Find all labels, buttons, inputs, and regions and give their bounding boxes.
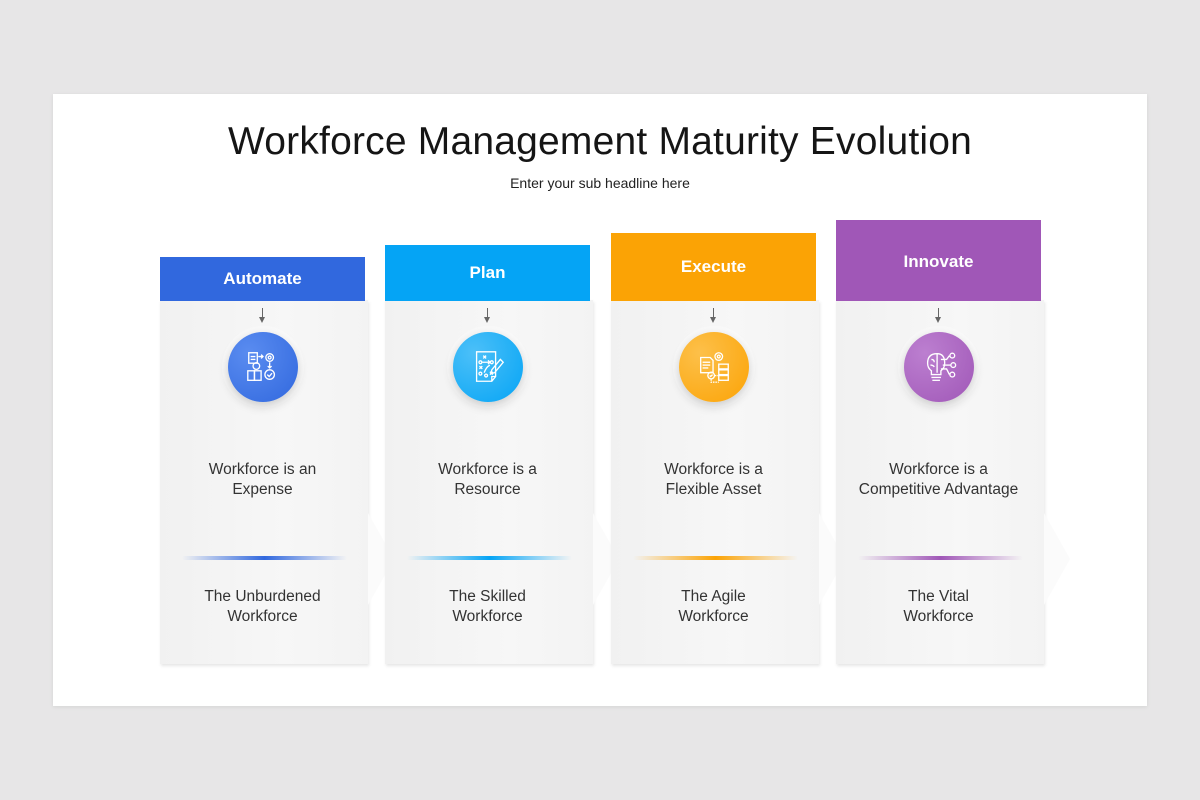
stage-header: Plan bbox=[385, 245, 590, 301]
name-line: Workforce bbox=[452, 608, 523, 625]
stage-workforce-name: The Unburdened Workforce bbox=[160, 587, 365, 627]
stage-card: Workforce is a Competitive Advantage The… bbox=[836, 300, 1044, 664]
automation-workflow-icon bbox=[228, 332, 298, 402]
description-line: Expense bbox=[232, 481, 293, 498]
description-line: Flexible Asset bbox=[665, 481, 762, 498]
gradient-divider bbox=[407, 556, 572, 560]
description-line: Workforce is a bbox=[438, 461, 537, 478]
stage-card: Workforce is a Resource The Skilled Work… bbox=[385, 300, 593, 664]
stage-workforce-name: The Agile Workforce bbox=[611, 587, 816, 627]
gradient-divider bbox=[633, 556, 798, 560]
stage-description: Workforce is a Competitive Advantage bbox=[836, 460, 1041, 500]
description-line: Workforce is a bbox=[664, 461, 763, 478]
description-line: Workforce is a bbox=[889, 461, 988, 478]
gradient-divider bbox=[858, 556, 1023, 560]
stage-label: Automate bbox=[223, 269, 302, 288]
stage-label: Plan bbox=[469, 263, 506, 282]
description-line: Competitive Advantage bbox=[858, 481, 1019, 498]
name-line: Workforce bbox=[678, 608, 749, 625]
stage-label: Innovate bbox=[903, 252, 974, 271]
description-line: Workforce is an bbox=[208, 461, 317, 478]
description-line: Resource bbox=[454, 481, 521, 498]
stage-label: Execute bbox=[680, 257, 747, 276]
execution-process-icon bbox=[679, 332, 749, 402]
name-line: The Unburdened bbox=[204, 588, 321, 605]
name-line: Workforce bbox=[903, 608, 974, 625]
down-arrow-icon bbox=[938, 308, 939, 318]
stage-workforce-name: The Vital Workforce bbox=[836, 587, 1041, 627]
name-line: The Skilled bbox=[449, 588, 526, 605]
stage-header: Automate bbox=[160, 257, 365, 301]
strategy-plan-icon bbox=[453, 332, 523, 402]
name-line: The Agile bbox=[681, 588, 746, 605]
innovation-bulb-brain-icon bbox=[904, 332, 974, 402]
stage-card: Workforce is an Expense The Unburdened W… bbox=[160, 300, 368, 664]
gradient-divider bbox=[182, 556, 347, 560]
stage-header: Innovate bbox=[836, 220, 1041, 301]
stage-header: Execute bbox=[611, 233, 816, 301]
stage-description: Workforce is a Resource bbox=[385, 460, 590, 500]
stage-description: Workforce is an Expense bbox=[160, 460, 365, 500]
down-arrow-icon bbox=[713, 308, 714, 318]
page-title: Workforce Management Maturity Evolution bbox=[227, 120, 973, 163]
arrow-head bbox=[935, 317, 941, 323]
name-line: The Vital bbox=[908, 588, 969, 605]
down-arrow-icon bbox=[487, 308, 488, 318]
arrow-head bbox=[710, 317, 716, 323]
page-subtitle: Enter your sub headline here bbox=[510, 175, 690, 191]
stage-description: Workforce is a Flexible Asset bbox=[611, 460, 816, 500]
down-arrow-icon bbox=[262, 308, 263, 318]
stage-card: Workforce is a Flexible Asset The Agile … bbox=[611, 300, 819, 664]
name-line: Workforce bbox=[227, 608, 298, 625]
arrow-head bbox=[259, 317, 265, 323]
arrow-head bbox=[484, 317, 490, 323]
stage-workforce-name: The Skilled Workforce bbox=[385, 587, 590, 627]
